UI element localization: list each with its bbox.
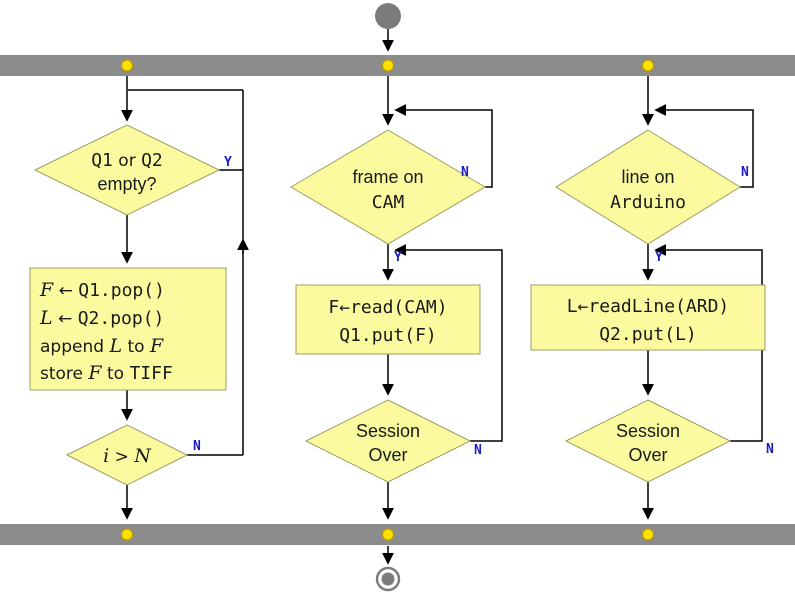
seg-math: i	[103, 445, 109, 467]
decision-frame-line1: frame on	[352, 167, 423, 187]
process-read-arduino	[530, 284, 766, 351]
join-dot-left	[120, 528, 134, 541]
decision-line-line2: Arduino	[610, 192, 686, 213]
process-read-cam-line1: F←read(CAM)	[328, 297, 447, 318]
decision-line-line1: line on	[621, 167, 674, 187]
label-yes-frame: Y	[394, 250, 402, 265]
decision-frame-on-cam	[290, 129, 486, 245]
decision-line-on-arduino	[555, 129, 741, 245]
process-store-line4: store F to TIFF	[40, 362, 173, 384]
seg-code: Q2.pop()	[78, 308, 165, 329]
join-dot-center	[381, 528, 395, 541]
seg-plain: to	[102, 364, 130, 384]
seg-math: L	[39, 307, 53, 329]
start-node	[375, 3, 401, 52]
label-no-line: N	[741, 165, 749, 180]
process-store-line1: F ← Q1.pop()	[39, 279, 165, 301]
seg-plain: append	[40, 337, 109, 357]
seg-plain: >	[109, 447, 134, 467]
start-circle	[375, 3, 401, 29]
seg-code: TIFF	[129, 363, 172, 384]
edge-session-loop-center	[394, 244, 503, 442]
decision-frame-line2: CAM	[372, 192, 405, 213]
seg-math: F	[39, 279, 54, 301]
seg-plain: to	[122, 337, 150, 357]
label-no-frame: N	[461, 165, 469, 180]
thread-left: Q1 or Q2 empty? Y F ← Q1.pop() L ← Q2.po…	[29, 76, 249, 520]
decision-session-right-line1: Session	[616, 421, 680, 441]
process-store-line2: L ← Q2.pop()	[39, 307, 164, 329]
decision-counter	[65, 424, 189, 486]
fork-dot-right	[641, 59, 655, 72]
seg-code: Q1	[91, 150, 113, 171]
edge-wait-loop-center	[394, 104, 493, 188]
decision-session-center-line1: Session	[356, 421, 420, 441]
decision-session-center-line2: Over	[368, 445, 407, 465]
seg-math: L	[108, 335, 122, 357]
seg-plain: store	[40, 364, 88, 384]
decision-queues-empty-line2: empty?	[97, 174, 156, 194]
process-store-line3: append L to F	[40, 335, 164, 357]
seg-math: F	[149, 335, 164, 357]
join-dot-right	[641, 528, 655, 541]
seg-math: F	[87, 362, 102, 384]
end-node	[375, 546, 401, 592]
decision-session-right-line2: Over	[628, 445, 667, 465]
seg-math: N	[133, 445, 152, 467]
label-no-left: N	[193, 439, 201, 454]
process-read-arduino-line1: L←readLine(ARD)	[567, 296, 730, 317]
end-circle-core	[381, 572, 395, 586]
seg-plain: ←	[53, 309, 78, 329]
label-no-session-center: N	[474, 443, 482, 458]
process-read-arduino-line2: Q2.put(L)	[599, 324, 697, 345]
decision-counter-expr: i > N	[103, 445, 152, 467]
process-read-cam	[295, 284, 481, 355]
label-yes-line: Y	[655, 250, 663, 265]
label-no-session-right: N	[766, 442, 774, 457]
thread-right: line on Arduino N Y L←readLine(ARD) Q2.p…	[530, 76, 774, 520]
fork-dot-center	[381, 59, 395, 72]
fork-bar-rect	[0, 55, 795, 76]
join-bar	[0, 524, 795, 545]
process-read-cam-line2: Q1.put(F)	[339, 325, 437, 346]
decision-queues-empty	[33, 124, 221, 216]
decision-session-over-center	[304, 399, 472, 483]
label-yes-left: Y	[224, 155, 232, 170]
seg-plain: or	[113, 151, 141, 171]
fork-dot-left	[120, 59, 134, 72]
decision-session-over-right	[564, 399, 732, 483]
edge-wait-loop-right	[654, 104, 754, 188]
seg-plain: ←	[53, 281, 78, 301]
seg-code: Q1.pop()	[78, 280, 165, 301]
fork-bar	[0, 55, 795, 76]
join-bar-rect	[0, 524, 795, 545]
decision-queues-empty-line1: Q1 or Q2	[91, 150, 163, 171]
process-store-frame	[29, 267, 227, 391]
seg-code: Q2	[141, 150, 163, 171]
thread-center: frame on CAM N Y F←read(CAM) Q1.put(F) S…	[290, 76, 503, 520]
